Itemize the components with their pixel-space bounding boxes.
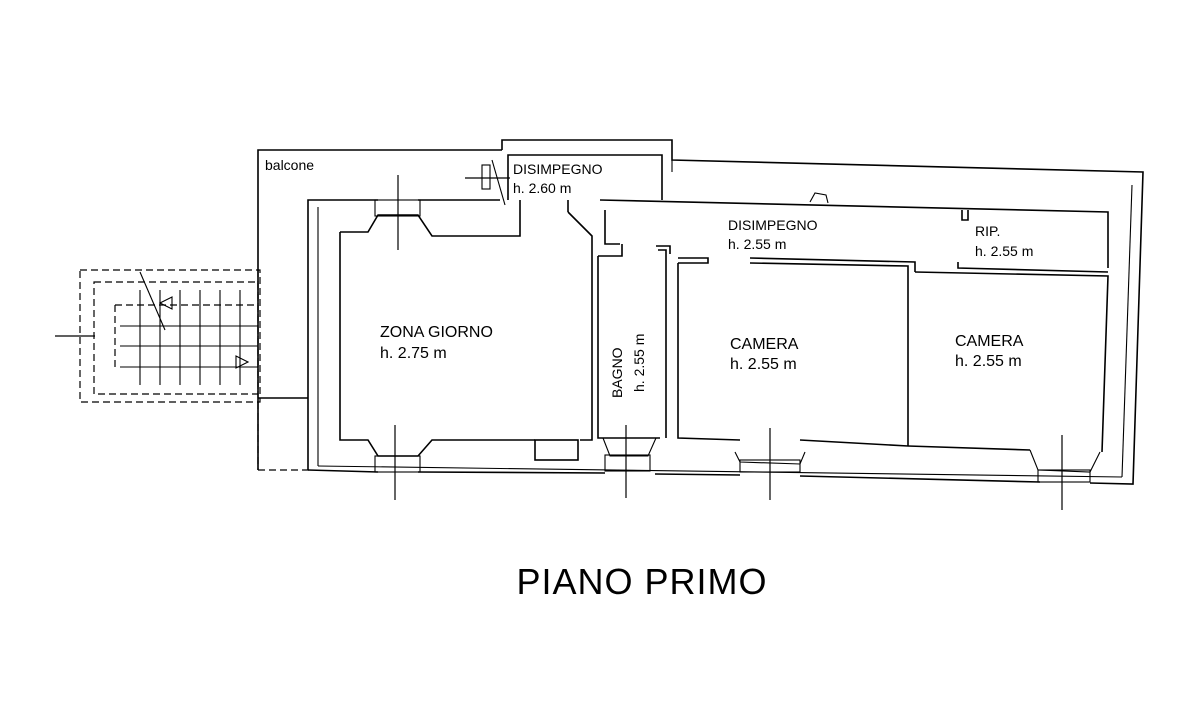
- room-name-bagno: BAGNO: [609, 347, 625, 398]
- bathroom: BAGNO h. 2.55 m: [597, 210, 667, 498]
- room-height-zona-giorno: h. 2.75 m: [380, 345, 447, 362]
- balcony: balcone: [257, 149, 502, 471]
- hall-corridor: DISIMPEGNO h. 2.55 m: [656, 192, 916, 272]
- hall-entry: DISIMPEGNO h. 2.60 m: [465, 154, 1109, 268]
- room-height-bagno: h. 2.55 m: [631, 334, 647, 392]
- room-height-disimpegno-2: h. 2.55 m: [728, 236, 786, 252]
- external-stair: [55, 269, 261, 403]
- room-name-camera-1: CAMERA: [730, 336, 799, 353]
- stair-treads: [139, 290, 241, 385]
- room-height-rip: h. 2.55 m: [975, 243, 1033, 259]
- room-height-camera-1: h. 2.55 m: [730, 356, 797, 373]
- bedroom-2: CAMERA h. 2.55 m: [907, 271, 1109, 510]
- room-name-zona-giorno: ZONA GIORNO: [380, 324, 493, 341]
- room-name-camera-2: CAMERA: [955, 333, 1024, 350]
- room-name-disimpegno-2: DISIMPEGNO: [728, 217, 818, 233]
- plan-title: PIANO PRIMO: [516, 561, 767, 602]
- room-height-disimpegno-1: h. 2.60 m: [513, 180, 571, 196]
- room-name-balcone: balcone: [265, 157, 314, 173]
- storage-room: RIP. h. 2.55 m: [957, 210, 1109, 273]
- bedroom-1: CAMERA h. 2.55 m: [677, 262, 909, 500]
- entry-door-symbol: [465, 159, 510, 206]
- living-area: ZONA GIORNO h. 2.75 m: [339, 175, 593, 500]
- room-name-rip: RIP.: [975, 223, 1000, 239]
- room-name-disimpegno-1: DISIMPEGNO: [513, 161, 603, 177]
- building-outline: [307, 139, 1144, 485]
- window-bottom-living: [374, 455, 421, 473]
- room-height-camera-2: h. 2.55 m: [955, 353, 1022, 370]
